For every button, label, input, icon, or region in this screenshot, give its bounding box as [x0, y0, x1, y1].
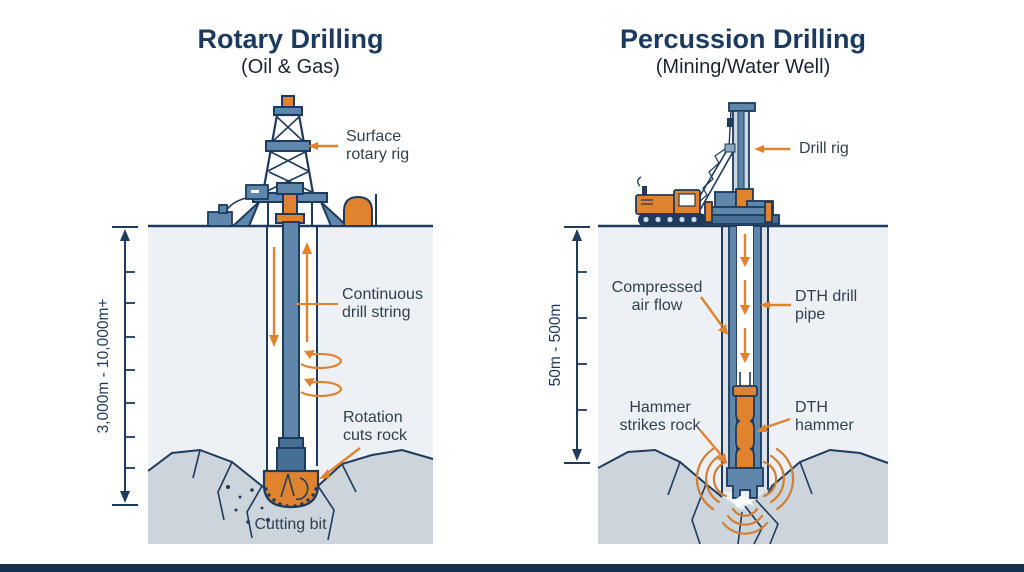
left-panel-illustration: [112, 95, 434, 544]
bit-teeth: [264, 487, 318, 508]
label-compressed-air-flow: Compressed air flow: [611, 279, 703, 314]
right-panel-illustration: [564, 102, 889, 545]
depth-scale-right: [564, 226, 590, 464]
depth-scale-left: [112, 226, 138, 506]
right-panel-title: Percussion Drilling: [619, 24, 867, 54]
up-arrow: [302, 242, 312, 342]
cutting-bit-icon: [262, 469, 320, 509]
label-dth-hammer: DTH hammer: [795, 399, 854, 434]
rock-cracks-left: [192, 449, 357, 541]
percussion-rig-icon: [635, 102, 780, 226]
bottom-bar: [0, 564, 1024, 572]
label-dth-drill-pipe: DTH drill pipe: [795, 288, 858, 323]
drill-string: [269, 221, 343, 472]
mud-tank-icon: [343, 195, 373, 227]
label-drill-rig: Drill rig: [799, 140, 849, 157]
depth-range-left: 3,000m - 10,000m+: [95, 298, 112, 434]
right-panel-subtitle: (Mining/Water Well): [655, 56, 831, 78]
label-cutting-bit: Cutting bit: [254, 516, 327, 533]
label-hammer-strikes-rock: Hammer strikes rock: [619, 399, 701, 434]
rotation-arrows: [300, 350, 343, 398]
air-flow-arrows: [740, 234, 750, 363]
label-surface-rotary-rig: Surface rotary rig: [346, 128, 410, 163]
label-continuous-drill-string: Continuous drill string: [342, 286, 423, 321]
rotary-rig-icon: [207, 95, 377, 227]
dth-hammer-icon: [726, 385, 764, 508]
label-arrows-right: [699, 145, 791, 464]
rock-debris: [226, 485, 270, 524]
down-arrow: [269, 247, 279, 347]
label-rotation-cuts-rock: Rotation cuts rock: [343, 409, 408, 444]
depth-range-right: 50m - 500m: [547, 303, 564, 387]
left-panel-subtitle: (Oil & Gas): [241, 56, 340, 78]
shockwave-arcs: [695, 447, 795, 535]
label-arrows-left: [296, 142, 361, 479]
left-panel-title: Rotary Drilling: [197, 24, 384, 54]
crawler-crane-icon: [635, 176, 706, 226]
